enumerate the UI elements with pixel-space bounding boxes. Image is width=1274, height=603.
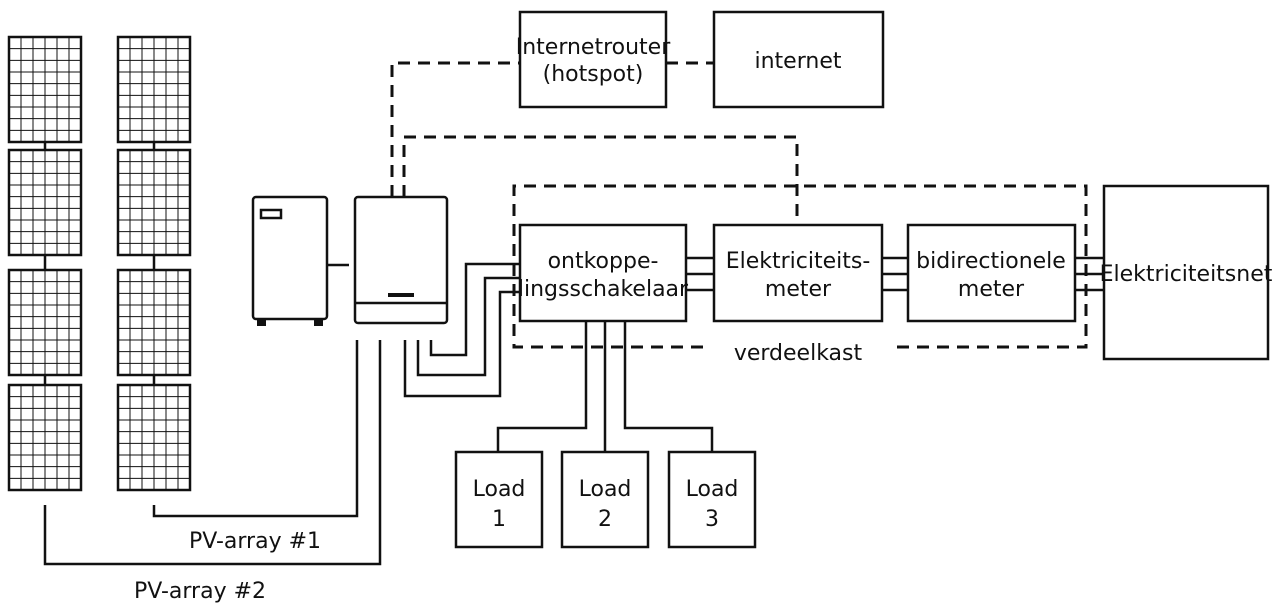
- pv-panel-a-2: [7, 148, 83, 257]
- router-label-line1: Internetrouter: [516, 35, 671, 60]
- switch-label-line1: ontkoppe-: [548, 249, 659, 274]
- pv-array-2-label: PV-array #2: [134, 579, 266, 603]
- router-label-line2: (hotspot): [543, 62, 644, 87]
- internet-box: internet: [712, 10, 885, 109]
- bidirectional-grid-wiring: [1075, 256, 1104, 292]
- inverter-switch-wiring: [403, 262, 520, 398]
- load-2-label-line1: Load: [579, 477, 632, 502]
- inverter: [353, 195, 449, 325]
- load-1-label-line2: 1: [492, 507, 506, 532]
- pv-array-2-panels: [7, 35, 83, 492]
- load-3-label-line2: 3: [705, 507, 719, 532]
- battery-unit: [251, 195, 329, 326]
- distribution-box-label: verdeelkast: [734, 341, 863, 366]
- internet-label: internet: [755, 49, 842, 74]
- electricity-grid-box: Elektriciteitsnet: [1100, 184, 1273, 361]
- pv-panel-b-1: [116, 35, 192, 144]
- load-1-box: Load 1: [454, 450, 544, 549]
- disconnect-switch-box: ontkoppe- lingsschakelaar: [518, 223, 689, 323]
- pv-panel-b-2: [116, 148, 192, 257]
- meter-label-line1: Elektriciteits-: [726, 249, 871, 274]
- bidirectional-meter-box: bidirectionele meter: [906, 223, 1077, 323]
- pv-panel-a-4: [7, 383, 83, 492]
- pv-wiring: [43, 340, 382, 566]
- bidirectional-label-line2: meter: [958, 277, 1025, 302]
- meter-label-line2: meter: [765, 277, 832, 302]
- load-3-label-line1: Load: [686, 477, 739, 502]
- grid-label: Elektriciteitsnet: [1100, 262, 1273, 287]
- bidirectional-label-line1: bidirectionele: [916, 249, 1066, 274]
- load-3-box: Load 3: [667, 450, 757, 549]
- load-1-label-line1: Load: [473, 477, 526, 502]
- load-2-box: Load 2: [560, 450, 650, 549]
- switch-meter-wiring: [686, 256, 714, 292]
- pv-array-1-panels: [116, 35, 192, 492]
- pv-panel-b-4: [116, 383, 192, 492]
- load-wiring: [496, 321, 714, 452]
- switch-label-line2: lingsschakelaar: [518, 277, 689, 302]
- router-box: Internetrouter (hotspot): [516, 10, 671, 109]
- pv-array-1-label: PV-array #1: [189, 529, 321, 554]
- meter-bidirectional-wiring: [882, 256, 908, 292]
- internet-connections: [390, 61, 799, 225]
- pv-panel-b-3: [116, 268, 192, 377]
- load-2-label-line2: 2: [598, 507, 612, 532]
- pv-panel-a-3: [7, 268, 83, 377]
- pv-panel-a-1: [7, 35, 83, 144]
- electricity-meter-box: Elektriciteits- meter: [712, 223, 884, 323]
